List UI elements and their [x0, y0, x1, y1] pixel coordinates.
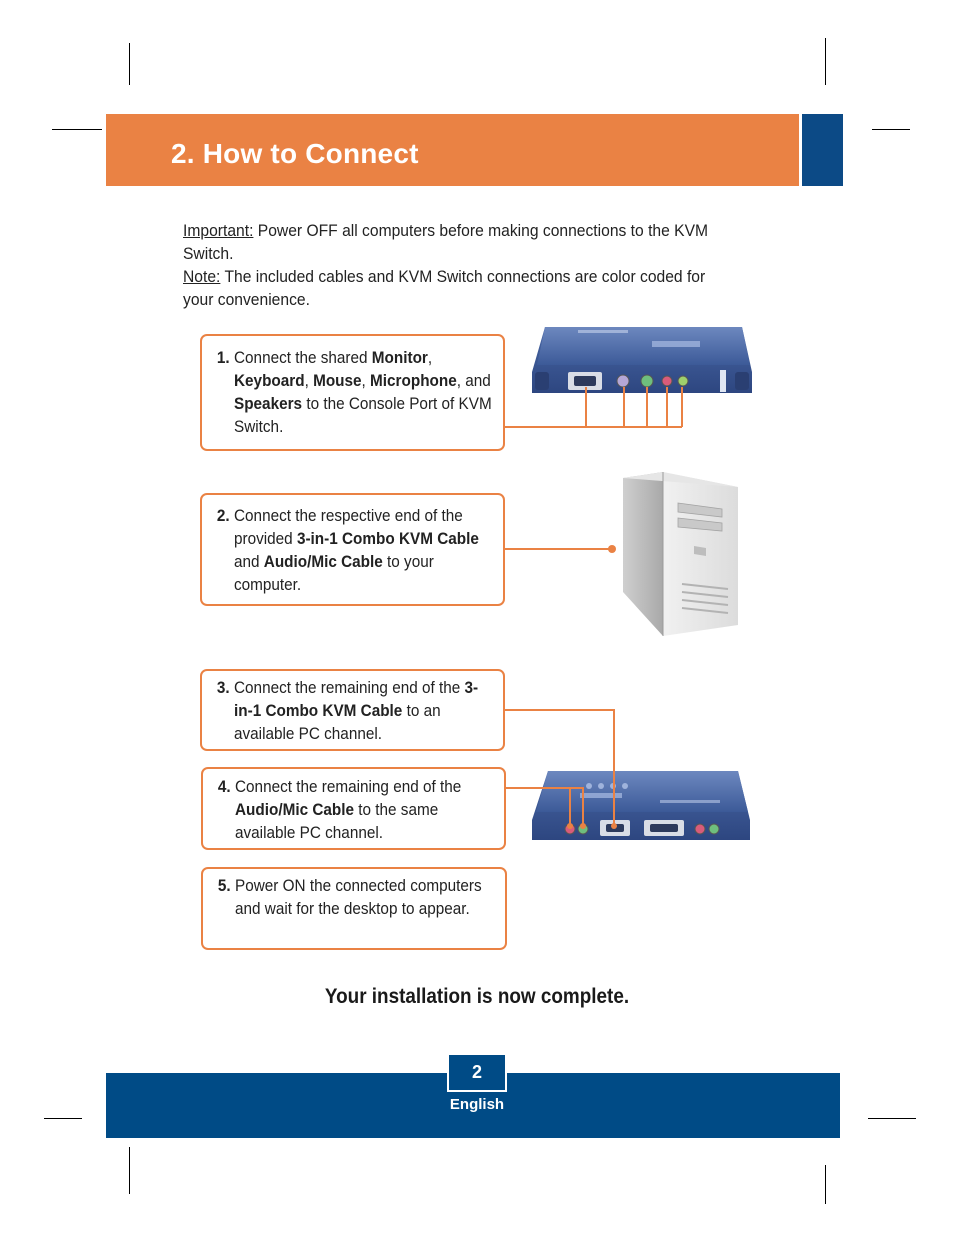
note-line: Note: The included cables and KVM Switch…	[183, 265, 717, 311]
completion-message: Your installation is now complete.	[324, 985, 630, 1008]
footer-language: English	[449, 1096, 505, 1113]
crop-mark	[825, 1165, 826, 1204]
step-box-3	[200, 669, 505, 751]
note-text: The included cables and KVM Switch conne…	[183, 267, 706, 309]
connection-dot	[567, 823, 573, 829]
kvm-switch-channel-image	[532, 771, 750, 840]
page-title: 2. How to Connect	[171, 138, 419, 169]
step-text-5: 5.Power ON the connected computers and w…	[217, 876, 482, 918]
crop-mark	[868, 1118, 916, 1119]
kvm-switch-console-image	[532, 327, 752, 393]
crop-mark	[825, 38, 826, 85]
header-side-tab	[802, 114, 843, 186]
step-box-4	[201, 767, 506, 850]
important-line: Important: Power OFF all computers befor…	[183, 219, 717, 265]
step-box-5	[201, 867, 507, 950]
important-text: Power OFF all computers before making co…	[183, 221, 709, 263]
header-band	[106, 114, 799, 186]
crop-mark	[44, 1118, 82, 1119]
connector-lines	[505, 387, 683, 825]
step-box-2	[200, 493, 505, 606]
step-text-2: 2.Connect the respective end of the prov…	[216, 506, 479, 594]
step-text-3: 3.Connect the remaining end of the 3-in-…	[216, 678, 479, 743]
crop-mark	[872, 129, 910, 130]
page-number: 2	[471, 1062, 482, 1082]
connection-dot	[580, 823, 586, 829]
crop-mark	[129, 43, 130, 85]
important-label: Important:	[183, 221, 254, 240]
crop-mark	[52, 129, 102, 130]
step-text-1: 1.Connect the shared Monitor, Keyboard, …	[216, 348, 492, 436]
step-box-1	[200, 334, 505, 451]
intro-paragraph: Important: Power OFF all computers befor…	[183, 219, 717, 311]
step-text-4: 4.Connect the remaining end of the Audio…	[217, 777, 462, 842]
connection-dot	[611, 823, 617, 829]
page-number-box	[447, 1053, 507, 1092]
computer-tower-image	[623, 472, 738, 636]
note-label: Note:	[183, 267, 221, 286]
crop-mark	[129, 1147, 130, 1194]
connection-dot	[608, 545, 616, 553]
